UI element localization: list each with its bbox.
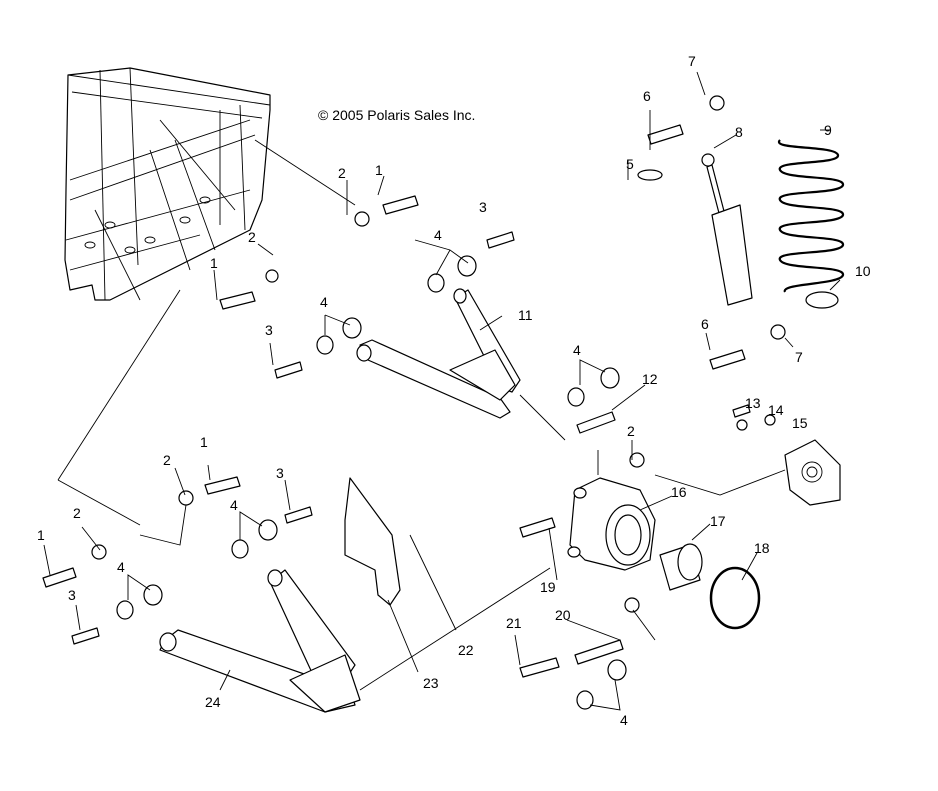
wheel-bearing bbox=[659, 543, 703, 591]
caliper-bracket bbox=[784, 439, 841, 506]
callout-label: 22 bbox=[458, 642, 474, 658]
callout-label: 23 bbox=[423, 675, 439, 691]
callout-label: 19 bbox=[540, 579, 556, 595]
callout-label: 4 bbox=[320, 294, 328, 310]
callout-label: 10 bbox=[855, 263, 871, 279]
callout-label: 17 bbox=[710, 513, 726, 529]
callout-label: 15 bbox=[792, 415, 808, 431]
callout-label: 4 bbox=[573, 342, 581, 358]
callout-label: 4 bbox=[620, 712, 628, 728]
callout-label: 18 bbox=[754, 540, 770, 556]
callout-label: 5 bbox=[626, 156, 634, 172]
callout-label: 2 bbox=[248, 229, 256, 245]
shock-absorber bbox=[701, 153, 753, 306]
callout-label: 21 bbox=[506, 615, 522, 631]
callout-label: 1 bbox=[210, 255, 218, 271]
callout-label: 2 bbox=[338, 165, 346, 181]
fasteners bbox=[42, 95, 786, 710]
callout-label: 7 bbox=[795, 349, 803, 365]
callout-label: 1 bbox=[375, 162, 383, 178]
callout-label: 11 bbox=[518, 307, 533, 323]
spring-retainer bbox=[805, 291, 839, 309]
callout-labels: 1 1 1 1 2 2 2 2 2 3 3 3 3 4 4 4 4 4 4 5 … bbox=[37, 53, 871, 728]
callout-label: 20 bbox=[555, 607, 571, 623]
callout-label: 13 bbox=[745, 395, 761, 411]
callout-label: 4 bbox=[230, 497, 238, 513]
callout-label: 14 bbox=[768, 402, 784, 418]
callout-label: 2 bbox=[73, 505, 81, 521]
callout-label: 2 bbox=[163, 452, 171, 468]
callout-label: 24 bbox=[205, 694, 221, 710]
lower-a-arm bbox=[159, 569, 361, 713]
callout-label: 6 bbox=[643, 88, 651, 104]
callout-label: 9 bbox=[824, 122, 832, 138]
callout-label: 6 bbox=[701, 316, 709, 332]
copyright-notice: © 2005 Polaris Sales Inc. bbox=[318, 107, 475, 123]
coil-spring bbox=[778, 139, 845, 294]
callout-label: 1 bbox=[37, 527, 45, 543]
bearing-carrier bbox=[567, 477, 656, 571]
snap-ring bbox=[709, 566, 761, 630]
callout-label: 8 bbox=[735, 124, 743, 140]
callout-label: 12 bbox=[642, 371, 658, 387]
callout-label: 2 bbox=[627, 423, 635, 439]
callout-label: 3 bbox=[68, 587, 76, 603]
callout-label: 4 bbox=[434, 227, 442, 243]
callout-label: 3 bbox=[479, 199, 487, 215]
leader-lines bbox=[43, 71, 841, 711]
callout-label: 3 bbox=[265, 322, 273, 338]
callout-label: 3 bbox=[276, 465, 284, 481]
frame-section bbox=[64, 67, 271, 301]
callout-label: 7 bbox=[688, 53, 696, 69]
callout-label: 4 bbox=[117, 559, 125, 575]
upper-a-arm bbox=[356, 288, 521, 419]
callout-label: 16 bbox=[671, 484, 687, 500]
callout-label: 1 bbox=[200, 434, 208, 450]
guard-plate bbox=[344, 477, 401, 606]
